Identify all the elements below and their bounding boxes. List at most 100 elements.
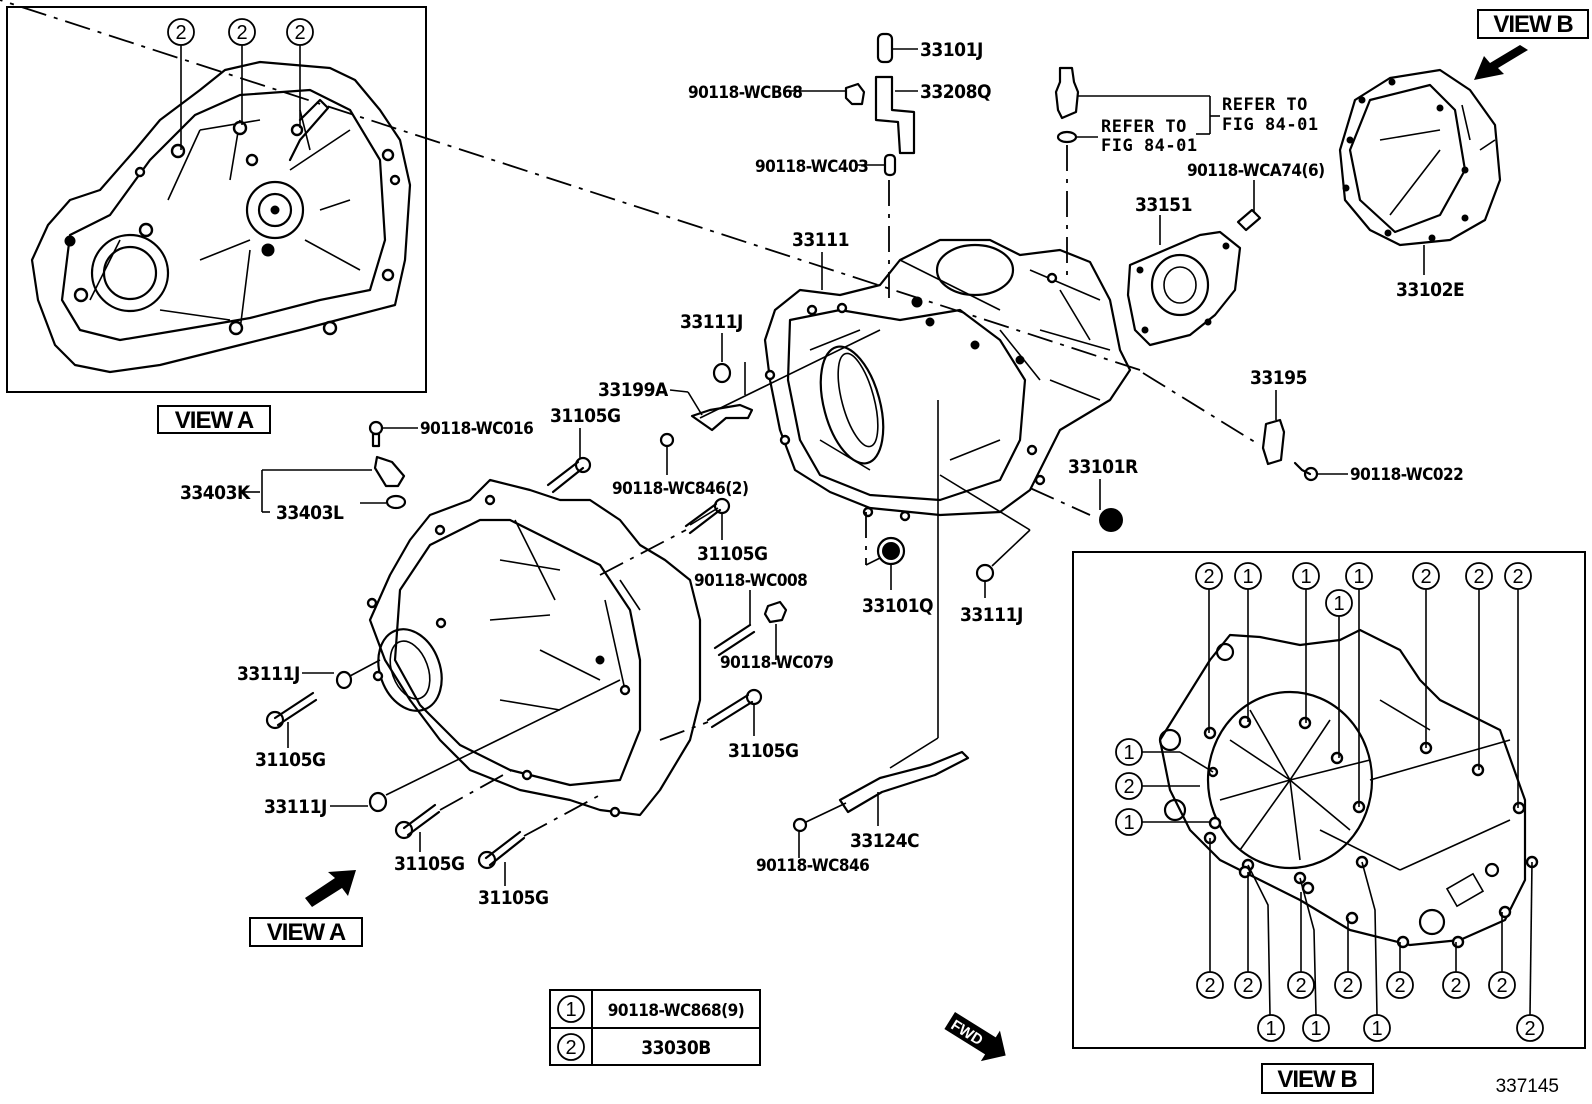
part-label-33101R: 33101R	[1068, 456, 1138, 478]
part-label-33208Q: 33208Q	[920, 81, 991, 103]
part-label-90118-WC008: 90118-WC008	[694, 571, 807, 591]
shift-lever-icon	[838, 750, 970, 814]
svg-text:2: 2	[175, 22, 186, 44]
svg-text:1: 1	[1300, 566, 1311, 588]
view-b-callout-1: 1	[1345, 562, 1373, 590]
view-b-callout-1: 1	[1292, 562, 1320, 590]
view-b-callout-1: 1	[1234, 562, 1262, 590]
clutch-housing	[366, 478, 702, 818]
legend-marker-2: 2	[557, 1033, 585, 1061]
part-label-33102E: 33102E	[1396, 279, 1464, 301]
part-label-31105G: 31105G	[394, 853, 465, 875]
part-label-33101Q: 33101Q	[862, 595, 933, 617]
legend-table: 1 2 90118-WC868(9) 33030B	[549, 989, 761, 1066]
bolt-icon	[745, 688, 763, 706]
oil-seal-icon	[876, 536, 906, 566]
transmission-case-33111: 33111	[763, 229, 1132, 522]
view-b-label: VIEW B	[1277, 1066, 1357, 1093]
dowel-pin-icon	[712, 362, 732, 384]
part-label-33111: 33111	[792, 229, 849, 251]
part-label-33403K: 33403K	[180, 482, 251, 504]
part-label-90118-WC016: 90118-WC016	[420, 419, 533, 439]
legend-part-1: 90118-WC868(9)	[608, 1001, 744, 1021]
view-b-callout-2: 2	[1234, 971, 1262, 999]
legend-marker-1: 1	[557, 995, 585, 1023]
part-label-90118-WC022: 90118-WC022	[1350, 465, 1463, 485]
view-b-callout-2: 2	[1196, 971, 1224, 999]
refer-to-label: REFER TO	[1101, 117, 1187, 137]
view-b-callout-1: 1	[1363, 1014, 1391, 1042]
svg-text:2: 2	[1496, 975, 1507, 997]
view-b-callout-2: 2	[1386, 971, 1414, 999]
svg-text:1: 1	[1242, 566, 1253, 588]
plate-icon	[373, 455, 406, 488]
svg-text:2: 2	[1420, 566, 1431, 588]
svg-text:1: 1	[1371, 1018, 1382, 1040]
part-label-33111J: 33111J	[264, 796, 327, 818]
view-b-arrow-icon	[1474, 45, 1528, 80]
part-label-33111J: 33111J	[680, 311, 743, 333]
fwd-arrow-icon: FWD	[944, 1012, 1006, 1062]
part-label-31105G: 31105G	[697, 543, 768, 565]
view-b-callout-1: 1	[1257, 1014, 1285, 1042]
view-b-label-box	[1477, 9, 1589, 39]
part-label-33151: 33151	[1135, 194, 1192, 216]
view-b-callout-2: 2	[1195, 562, 1223, 590]
svg-text:2: 2	[1123, 776, 1134, 798]
svg-text:2: 2	[294, 22, 305, 44]
bolt-icon	[368, 420, 384, 436]
extension-housing-33151: 33151	[1126, 194, 1242, 347]
part-label-31105G: 31105G	[255, 749, 326, 771]
view-a-label-box	[157, 405, 271, 434]
bolt-icon	[713, 497, 731, 515]
switch-assembly: REFER TO FIG 84-01 REFER TO FIG 84-01	[1054, 66, 1319, 275]
view-a-label: VIEW A	[175, 407, 254, 434]
part-label-90118-WC403: 90118-WC403	[755, 157, 868, 177]
view-a-illustration	[30, 60, 412, 374]
view-b-callout-2: 2	[1412, 562, 1440, 590]
cover-33102E	[1338, 68, 1502, 247]
bolt-icon	[792, 817, 808, 833]
bolt-icon	[1293, 461, 1312, 476]
part-label-33403L: 33403L	[276, 502, 344, 524]
svg-text:2: 2	[1394, 975, 1405, 997]
view-b-frame	[1072, 551, 1586, 1049]
o-ring-icon	[385, 494, 407, 510]
view-a-label-box	[249, 917, 363, 947]
switch-icon	[1054, 66, 1080, 120]
svg-text:2: 2	[1204, 975, 1215, 997]
bracket-icon	[690, 403, 754, 432]
view-a-callout-2: 2	[228, 18, 256, 46]
refer-to-fig-label: FIG 84-01	[1222, 115, 1319, 135]
svg-text:1: 1	[565, 999, 576, 1021]
part-label-90118-WCB68: 90118-WCB68	[688, 83, 802, 103]
svg-text:2: 2	[1203, 566, 1214, 588]
figure-id: 337145	[1496, 1076, 1559, 1097]
part-label-31105G: 31105G	[728, 740, 799, 762]
svg-text:1: 1	[1265, 1018, 1276, 1040]
part-label-31105G: 31105G	[550, 405, 621, 427]
view-b-callout-2: 2	[1287, 971, 1315, 999]
svg-text:2: 2	[1242, 975, 1253, 997]
part-label-90118-WC079: 90118-WC079	[720, 653, 833, 673]
view-b-callout-2: 2	[1334, 971, 1362, 999]
part-label-33199A: 33199A	[598, 379, 669, 401]
view-a-label: VIEW A	[267, 919, 346, 946]
view-b-callout-2: 2	[1516, 1014, 1544, 1042]
svg-text:2: 2	[1512, 566, 1523, 588]
bolt-icon	[659, 432, 675, 448]
bolt-icon	[477, 850, 497, 870]
view-b-callout-1: 1	[1302, 1014, 1330, 1042]
svg-text:1: 1	[1123, 742, 1134, 764]
stud-icon	[713, 623, 756, 657]
breather-cap-icon	[876, 32, 894, 64]
svg-text:2: 2	[236, 22, 247, 44]
part-label-33195: 33195	[1250, 367, 1307, 389]
svg-text:1: 1	[1353, 566, 1364, 588]
part-label-31105G: 31105G	[478, 887, 549, 909]
part-label-33111J: 33111J	[237, 663, 300, 685]
bolt-icon	[394, 820, 414, 840]
bracket-icon	[1261, 418, 1286, 466]
view-a-callout-2: 2	[286, 18, 314, 46]
